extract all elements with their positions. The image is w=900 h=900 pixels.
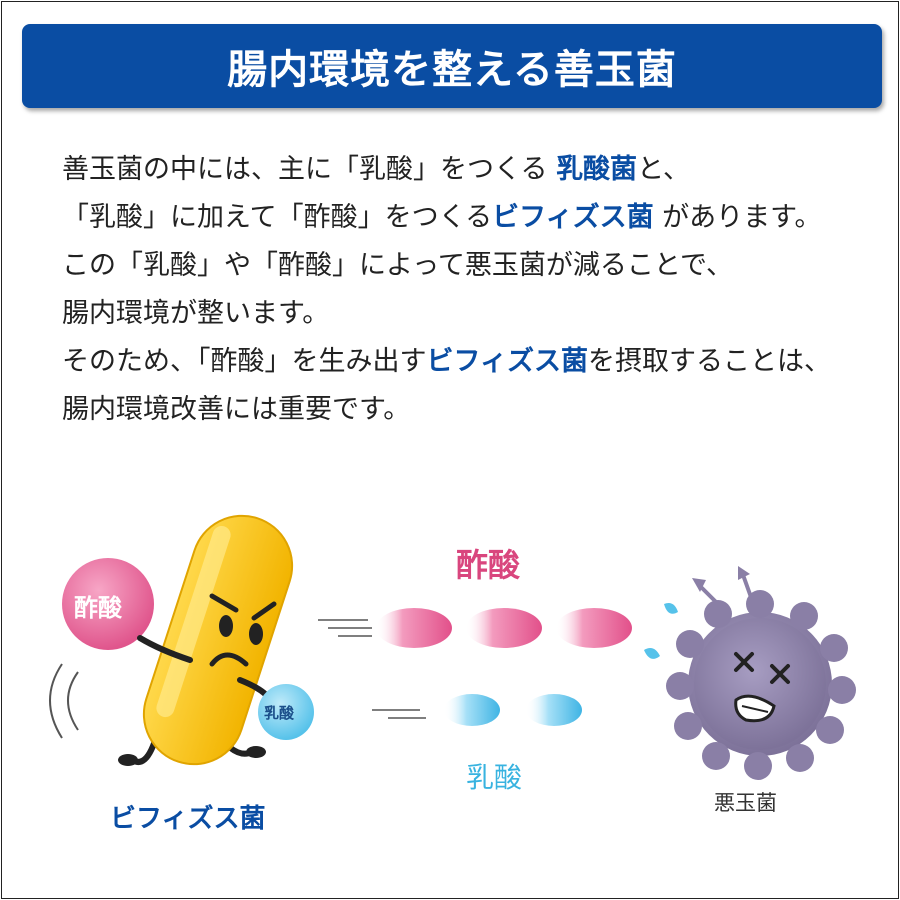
lactic-acid-pill: [526, 694, 582, 726]
text-run: があります。: [662, 202, 822, 233]
text-run: 善玉菌の中には、主に「乳酸」をつくる: [62, 154, 548, 185]
bifidus-character: [118, 514, 294, 766]
lactic-ball-label: 乳酸: [264, 704, 295, 722]
acetic-ball-label: 酢酸: [74, 594, 122, 622]
bad-bacteria-character: [644, 566, 856, 780]
bad-bacteria-label: 悪玉菌: [714, 791, 777, 815]
speed-lines-lactic: [372, 709, 426, 719]
highlight-lactobacillus: 乳酸菌: [556, 154, 638, 185]
paragraph-line-5: そのため、「酢酸」を生み出すビフィズス菌を摂取することは、: [62, 338, 882, 386]
acetic-acid-ball: [62, 558, 154, 650]
page-title: 腸内環境を整える善玉菌: [227, 47, 677, 93]
lactic-acid-pill: [444, 694, 500, 726]
speed-lines-acetic: [318, 619, 372, 637]
acetic-acid-pill: [556, 608, 632, 648]
text-run: と、: [637, 154, 690, 185]
paragraph-line-1: 善玉菌の中には、主に「乳酸」をつくる 乳酸菌と、: [62, 146, 882, 194]
acetic-acid-pill: [466, 608, 542, 648]
paragraph-line-2: 「乳酸」に加えて「酢酸」をつくるビフィズス菌 があります。: [62, 194, 882, 242]
title-banner: 腸内環境を整える善玉菌: [22, 24, 882, 108]
lactic-acid-label: 乳酸: [466, 761, 523, 794]
motion-lines-left: [49, 663, 79, 739]
paragraph-line-4: 腸内環境が整います。: [62, 298, 330, 329]
highlight-bifidus: ビフィズス菌: [426, 346, 588, 377]
bifidus-label: ビフィズス菌: [110, 804, 266, 834]
description-paragraph: 善玉菌の中には、主に「乳酸」をつくる 乳酸菌と、 「乳酸」に加えて「酢酸」をつく…: [62, 146, 882, 434]
acetic-acid-pill: [376, 608, 452, 648]
acetic-acid-label: 酢酸: [456, 546, 521, 584]
paragraph-line-6: 腸内環境改善には重要です。: [62, 394, 411, 425]
paragraph-line-3: この「乳酸」や「酢酸」によって悪玉菌が減ることで、: [62, 250, 733, 281]
text-run: 「乳酸」に加えて「酢酸」をつくる: [62, 202, 493, 233]
highlight-bifidus: ビフィズス菌: [492, 202, 654, 233]
text-run: を摂取することは、: [587, 346, 831, 377]
text-run: そのため、「酢酸」を生み出す: [62, 346, 427, 377]
lactic-acid-ball: [258, 684, 314, 740]
